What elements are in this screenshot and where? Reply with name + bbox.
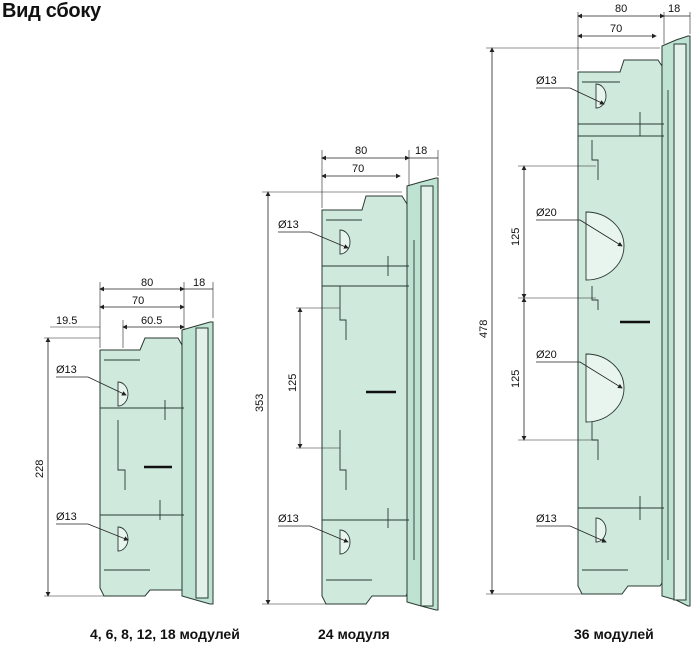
box-medium-body — [321, 195, 410, 605]
dim-height-353: 353 — [254, 394, 266, 412]
dim-height-478: 478 — [478, 320, 490, 338]
hole-label: Ø20 — [536, 207, 557, 219]
box-large-body — [577, 59, 665, 595]
page-title: Вид сбоку — [2, 0, 101, 22]
hole-label: Ø13 — [536, 75, 557, 87]
dim-lid-18: 18 — [668, 3, 680, 15]
dim-depth-80: 80 — [615, 3, 627, 15]
dim-depth-70: 70 — [610, 23, 622, 35]
caption-medium-box: 24 модуля — [318, 626, 390, 642]
caption-small-box: 4, 6, 8, 12, 18 модулей — [90, 626, 240, 642]
box-large-door — [673, 43, 687, 601]
hole-label: Ø13 — [56, 511, 77, 523]
box-small-door — [195, 327, 209, 599]
dim-lid-18: 18 — [415, 145, 427, 157]
knockout-hole-large — [585, 211, 625, 281]
box-large: 80 18 70 478 125 125 Ø13 Ø20 Ø20 Ø13 — [478, 3, 691, 607]
dim-depth-70: 70 — [132, 295, 144, 307]
box-small: 80 18 70 19.5 60.5 228 Ø13 Ø13 — [34, 277, 214, 605]
hole-label: Ø13 — [56, 364, 77, 376]
dim-pitch-125: 125 — [287, 374, 299, 392]
dim-depth-80: 80 — [355, 145, 367, 157]
dim-height-228: 228 — [34, 460, 46, 478]
box-medium: 80 18 70 353 125 Ø13 Ø13 — [254, 145, 439, 611]
dim-lid-18: 18 — [193, 277, 205, 289]
box-medium-door — [420, 185, 434, 607]
dim-depth-70: 70 — [352, 163, 364, 175]
hole-label: Ø13 — [536, 513, 557, 525]
hole-label: Ø20 — [536, 349, 557, 361]
knockout-hole — [595, 517, 607, 543]
dim-pitch-125: 125 — [510, 370, 522, 388]
caption-large-box: 36 модулей — [574, 626, 654, 642]
dim-offset-19-5: 19.5 — [56, 315, 77, 327]
hole-label: Ø13 — [278, 513, 299, 525]
hole-label: Ø13 — [278, 219, 299, 231]
dim-pitch-125: 125 — [510, 228, 522, 246]
dim-depth-80: 80 — [141, 277, 153, 289]
dim-depth-60-5: 60.5 — [141, 315, 162, 327]
knockout-hole-large — [585, 353, 625, 423]
